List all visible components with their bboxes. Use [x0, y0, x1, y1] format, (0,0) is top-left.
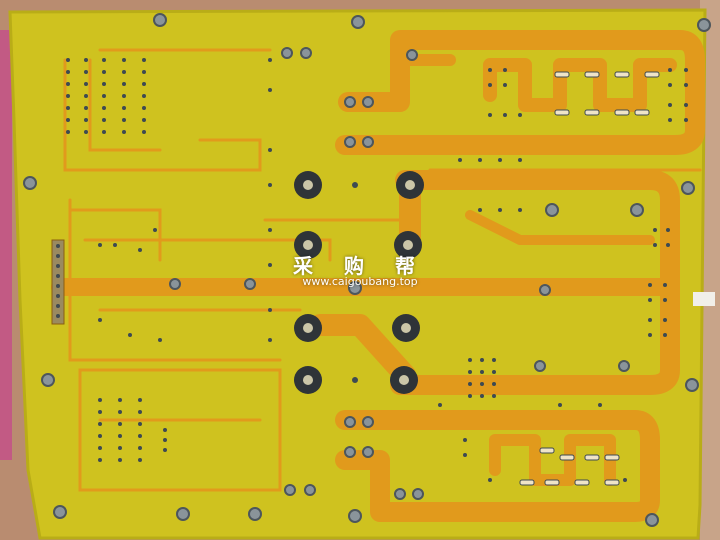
ring-7-hole	[303, 375, 313, 385]
pink-strip	[0, 30, 12, 460]
screw-17	[348, 281, 362, 295]
capsule-pads-top	[554, 71, 660, 116]
component-pads	[56, 58, 688, 482]
trace-thin-1	[63, 58, 262, 172]
screw-25	[362, 136, 374, 148]
ring-2-hole	[405, 180, 415, 190]
screw-20	[281, 47, 293, 59]
screw-29	[362, 446, 374, 458]
screw-23	[362, 96, 374, 108]
screw-27	[362, 416, 374, 428]
trace-branch	[465, 210, 655, 245]
screw-14	[645, 513, 659, 527]
screw-5	[681, 181, 695, 195]
screw-1	[153, 13, 167, 27]
trace-thin-2	[88, 58, 162, 152]
watermark-title: 采 购 帮	[293, 254, 427, 278]
ring-5-hole	[303, 323, 313, 333]
trace-thin-4	[68, 208, 162, 262]
screw-4	[23, 176, 37, 190]
screw-26	[344, 416, 356, 428]
screw-3	[697, 18, 711, 32]
screw-16	[244, 278, 256, 290]
screw-24	[344, 136, 356, 148]
screw-18	[539, 284, 551, 296]
capsule-pads-bottom	[519, 447, 620, 486]
screw-8	[41, 373, 55, 387]
trace-right-loop	[390, 170, 680, 395]
ring-4-hole	[403, 240, 413, 250]
screw-19	[406, 49, 418, 61]
edge-sticker	[693, 292, 715, 306]
trace-loop-top	[335, 30, 705, 155]
screw-22	[344, 96, 356, 108]
watermark-url: www.caigoubang.top	[302, 275, 418, 288]
mounting-rings	[294, 171, 424, 394]
trace-group-top-right	[335, 30, 705, 155]
screw-7	[630, 203, 644, 217]
screw-9	[685, 378, 699, 392]
screw-35	[304, 484, 316, 496]
screw-2	[351, 15, 365, 29]
screw-11	[176, 507, 190, 521]
screw-10	[53, 505, 67, 519]
screw-34	[284, 484, 296, 496]
trace-group-left	[63, 48, 702, 492]
ring-8-hole	[399, 375, 409, 385]
pin-header	[51, 239, 65, 325]
screw-15	[169, 278, 181, 290]
ring-6-hole	[401, 323, 411, 333]
screw-33	[618, 360, 630, 372]
screw-31	[412, 488, 424, 500]
trace-diagonal	[309, 314, 416, 386]
header-body	[51, 239, 65, 325]
ring-1-hole	[303, 180, 313, 190]
trace-thin-3	[68, 198, 282, 362]
screw-32	[534, 360, 546, 372]
screw-21	[300, 47, 312, 59]
screw-heads	[23, 13, 711, 527]
screw-28	[344, 446, 356, 458]
screw-12	[248, 507, 262, 521]
screw-6	[545, 203, 559, 217]
screw-30	[394, 488, 406, 500]
screw-13	[348, 509, 362, 523]
trace-thin-5	[78, 368, 282, 492]
trace-bottom-loop	[335, 410, 660, 522]
trace-serpentine	[483, 58, 677, 112]
trace-thin-9	[83, 238, 332, 262]
ring-3-hole	[303, 240, 313, 250]
